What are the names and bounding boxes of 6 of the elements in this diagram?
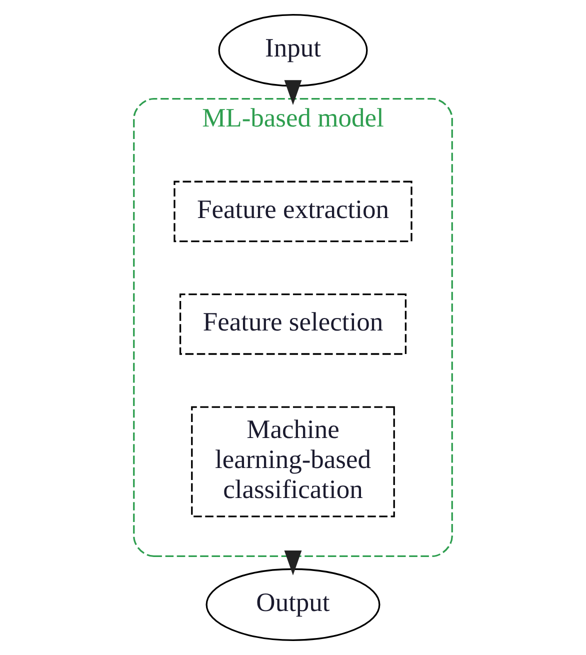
arrow — [284, 80, 302, 106]
node-box: Feature extraction — [174, 180, 412, 242]
node-box: Feature selection — [179, 294, 407, 355]
arrow — [284, 550, 302, 576]
node-ellipse: Output — [206, 568, 380, 641]
node-box: Machine learning-based classification — [191, 406, 395, 518]
